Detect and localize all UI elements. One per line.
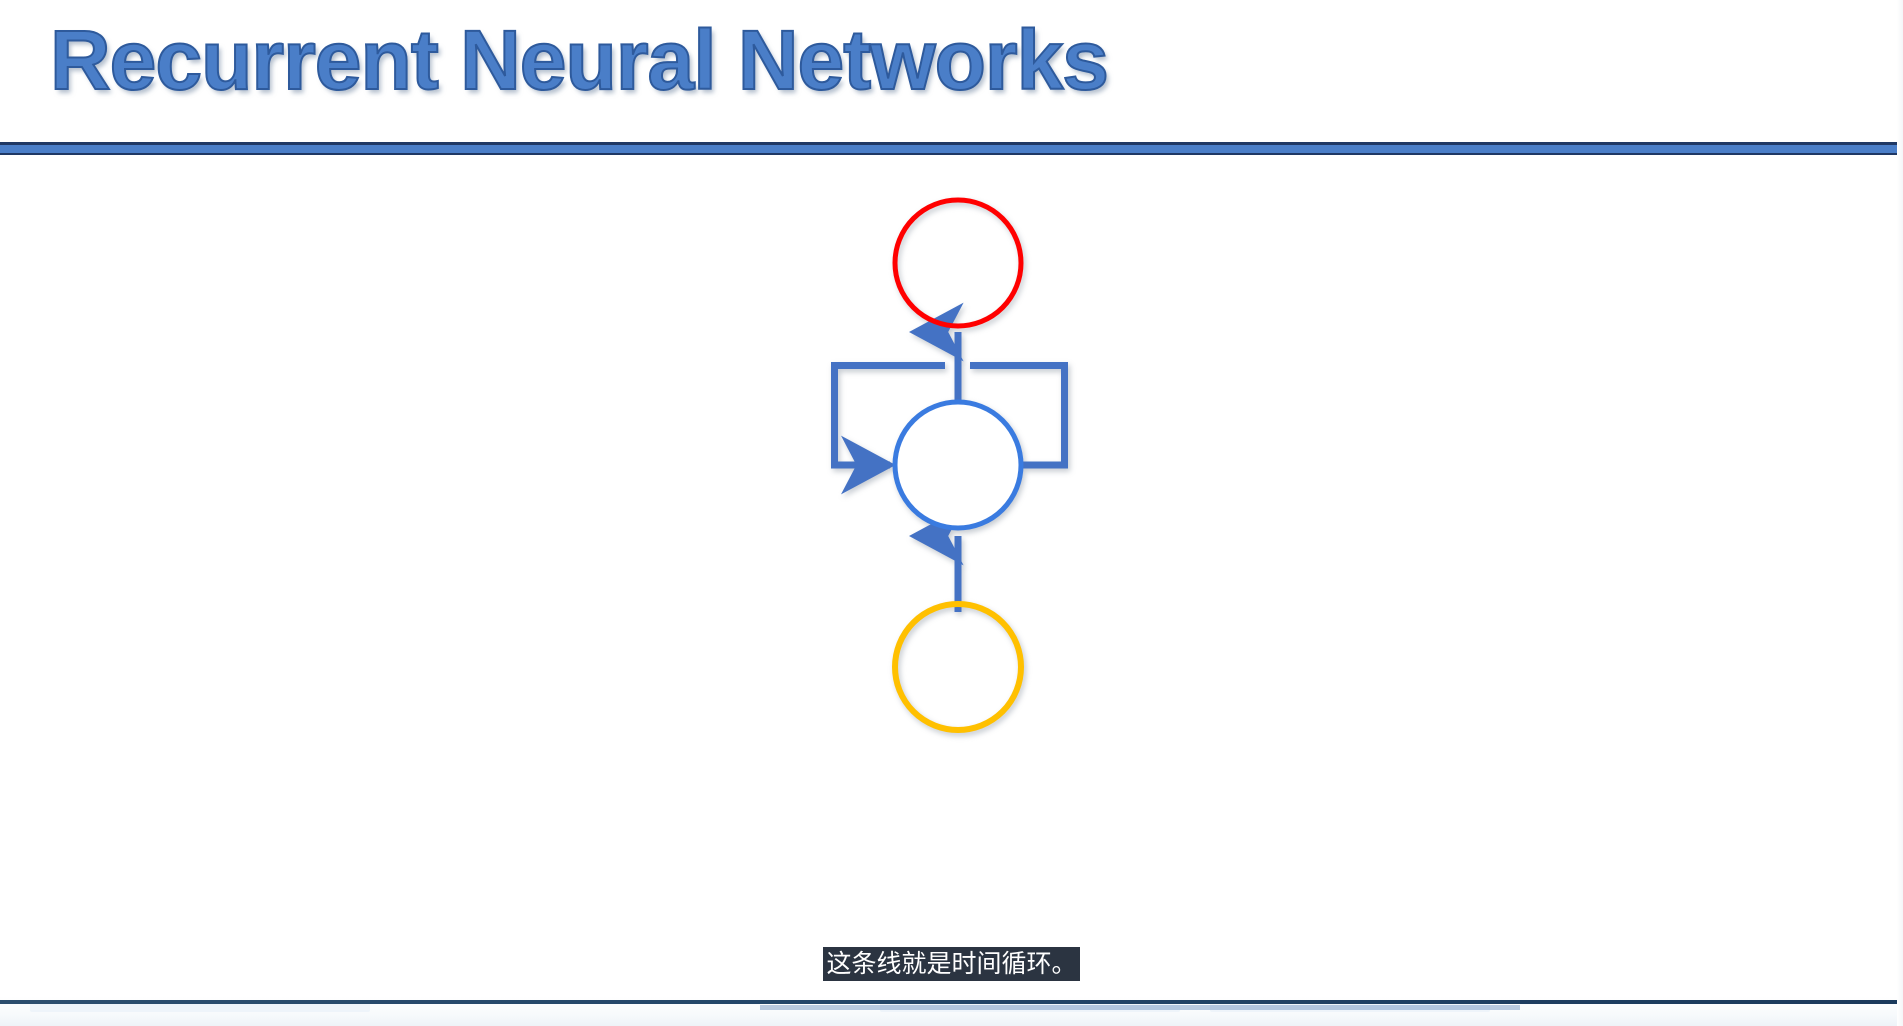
page-title: Recurrent Neural Networks [49, 13, 1110, 107]
input-node [892, 601, 1024, 733]
player-ghost-mid [880, 1002, 1180, 1012]
header-divider [0, 142, 1897, 155]
player-progress[interactable] [0, 1000, 1903, 1004]
recurrent-loop-path [831, 362, 1068, 495]
rnn-diagram [790, 180, 1150, 880]
player-ghost-right [1210, 1002, 1490, 1012]
player-ghost-left [30, 1002, 370, 1012]
hidden-recurrent-node [892, 399, 1024, 531]
slide-right-edge [1897, 0, 1903, 1026]
video-player-bar[interactable] [0, 996, 1903, 1026]
player-buffer-range [760, 1005, 1520, 1010]
subtitle-container: 这条线就是时间循环。 [0, 947, 1903, 981]
slide-header: Recurrent Neural Networks [0, 0, 1903, 150]
subtitle-text: 这条线就是时间循环。 [823, 947, 1080, 981]
output-node [892, 197, 1024, 329]
